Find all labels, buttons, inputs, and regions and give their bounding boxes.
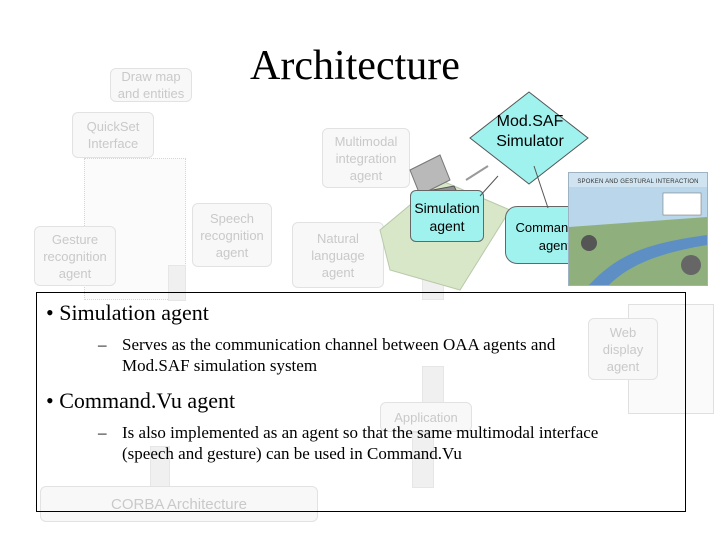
scene-river [589, 235, 707, 285]
sub-bullet-line: Mod.SAF simulation system [122, 356, 318, 375]
draw-map-label: Draw map and entities [117, 69, 185, 101]
slide-title: Architecture [250, 43, 460, 89]
bullet-marker: • [46, 388, 54, 413]
quickset-label: QuickSet Interface [86, 119, 140, 151]
speech-recognition-node: Speech recognition agent [192, 203, 272, 267]
gesture-recognition-node: Gesture recognition agent [34, 226, 116, 286]
scene-person-2 [681, 255, 701, 275]
draw-map-node: Draw map and entities [110, 68, 192, 102]
line-sim-to-modsaf [479, 175, 499, 197]
bullet-commandvu-agent: • Command.Vu agent [46, 388, 235, 414]
multimodal-label: Multimodal integration agent [334, 133, 398, 183]
sub-bullet-marker: – [98, 335, 107, 354]
illustration-building [409, 154, 451, 196]
commandvu-screenshot: SPOKEN AND GESTURAL INTERACTION [568, 172, 708, 286]
bullet-marker: • [46, 300, 54, 325]
bullet-simulation-agent: • Simulation agent [46, 300, 209, 326]
bullet-text-box [36, 292, 686, 512]
natural-language-node: Natural language agent [292, 222, 384, 288]
web-display-node: Web display agent [588, 318, 658, 380]
modsaf-shape [469, 91, 589, 185]
illustration-arrow [465, 165, 489, 181]
application-label: Application [394, 409, 458, 425]
modsaf-label: Mod.SAF Simulator [496, 113, 564, 150]
screenshot-title: SPOKEN AND GESTURAL INTERACTION [577, 179, 699, 185]
speech-label: Speech recognition agent [200, 210, 264, 260]
corba-architecture-node: CORBA Architecture [40, 486, 318, 522]
sub-bullet-marker: – [98, 423, 107, 442]
gesture-label: Gesture recognition agent [43, 231, 107, 281]
connector-app-bottom [412, 432, 434, 488]
corba-label: CORBA Architecture [111, 495, 247, 513]
quickset-interface-node: QuickSet Interface [72, 112, 154, 158]
bullet-text: Simulation agent [59, 300, 209, 325]
sub-bullet-simulation-agent: –Serves as the communication channel bet… [98, 334, 628, 376]
multimodal-integration-node: Multimodal integration agent [322, 128, 410, 188]
bullet-text: Command.Vu agent [59, 388, 236, 413]
screenshot-scene [569, 187, 707, 285]
scene-person-1 [581, 235, 597, 251]
modsaf-diamond [469, 91, 589, 185]
application-node: Application [380, 402, 472, 432]
web-display-label: Web display agent [602, 324, 644, 374]
sub-bullet-line: (speech and gesture) can be used in Comm… [122, 444, 462, 463]
sub-bullet-line: Serves as the communication channel betw… [122, 335, 556, 354]
natural-label: Natural language agent [311, 230, 365, 280]
sub-bullet-commandvu-agent: –Is also implemented as an agent so that… [98, 422, 678, 464]
simulation-agent-box: Simulation agent [410, 190, 484, 242]
simulation-agent-label: Simulation agent [414, 200, 480, 234]
sub-bullet-line: Is also implemented as an agent so that … [122, 423, 599, 442]
scene-panel [662, 192, 702, 216]
line-modsaf-to-cmd [533, 165, 549, 209]
